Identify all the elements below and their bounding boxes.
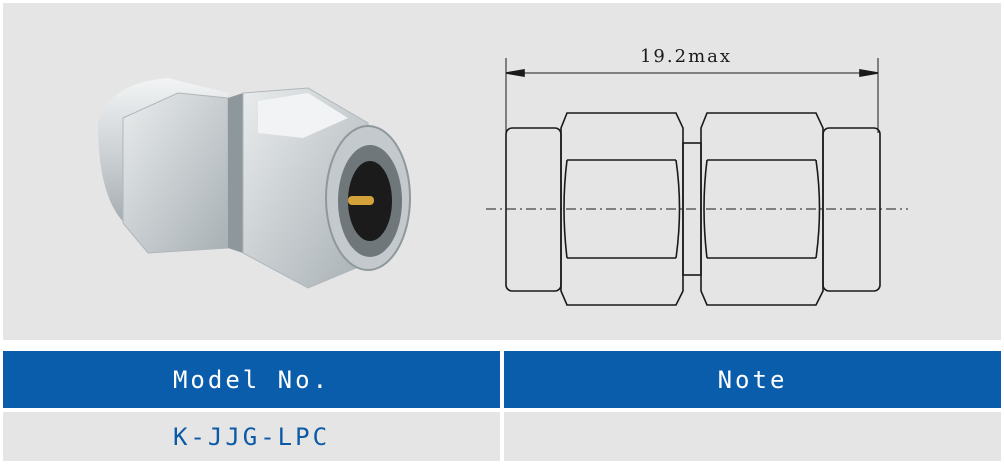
table-row: K-JJG-LPC — [3, 412, 1001, 461]
model-table: Model No. Note K-JJG-LPC — [3, 351, 1001, 461]
dimension-label: 19.2max — [640, 46, 732, 67]
cell-model-no: K-JJG-LPC — [3, 412, 500, 461]
header-model-no: Model No. — [3, 351, 500, 408]
connector-photo — [98, 78, 411, 289]
table-header-row: Model No. Note — [3, 351, 1001, 408]
dimension-drawing: 19.2max — [486, 46, 908, 306]
header-note: Note — [504, 351, 1001, 408]
cell-note — [504, 412, 1001, 461]
product-figure-panel: 19.2max — [3, 3, 1001, 340]
